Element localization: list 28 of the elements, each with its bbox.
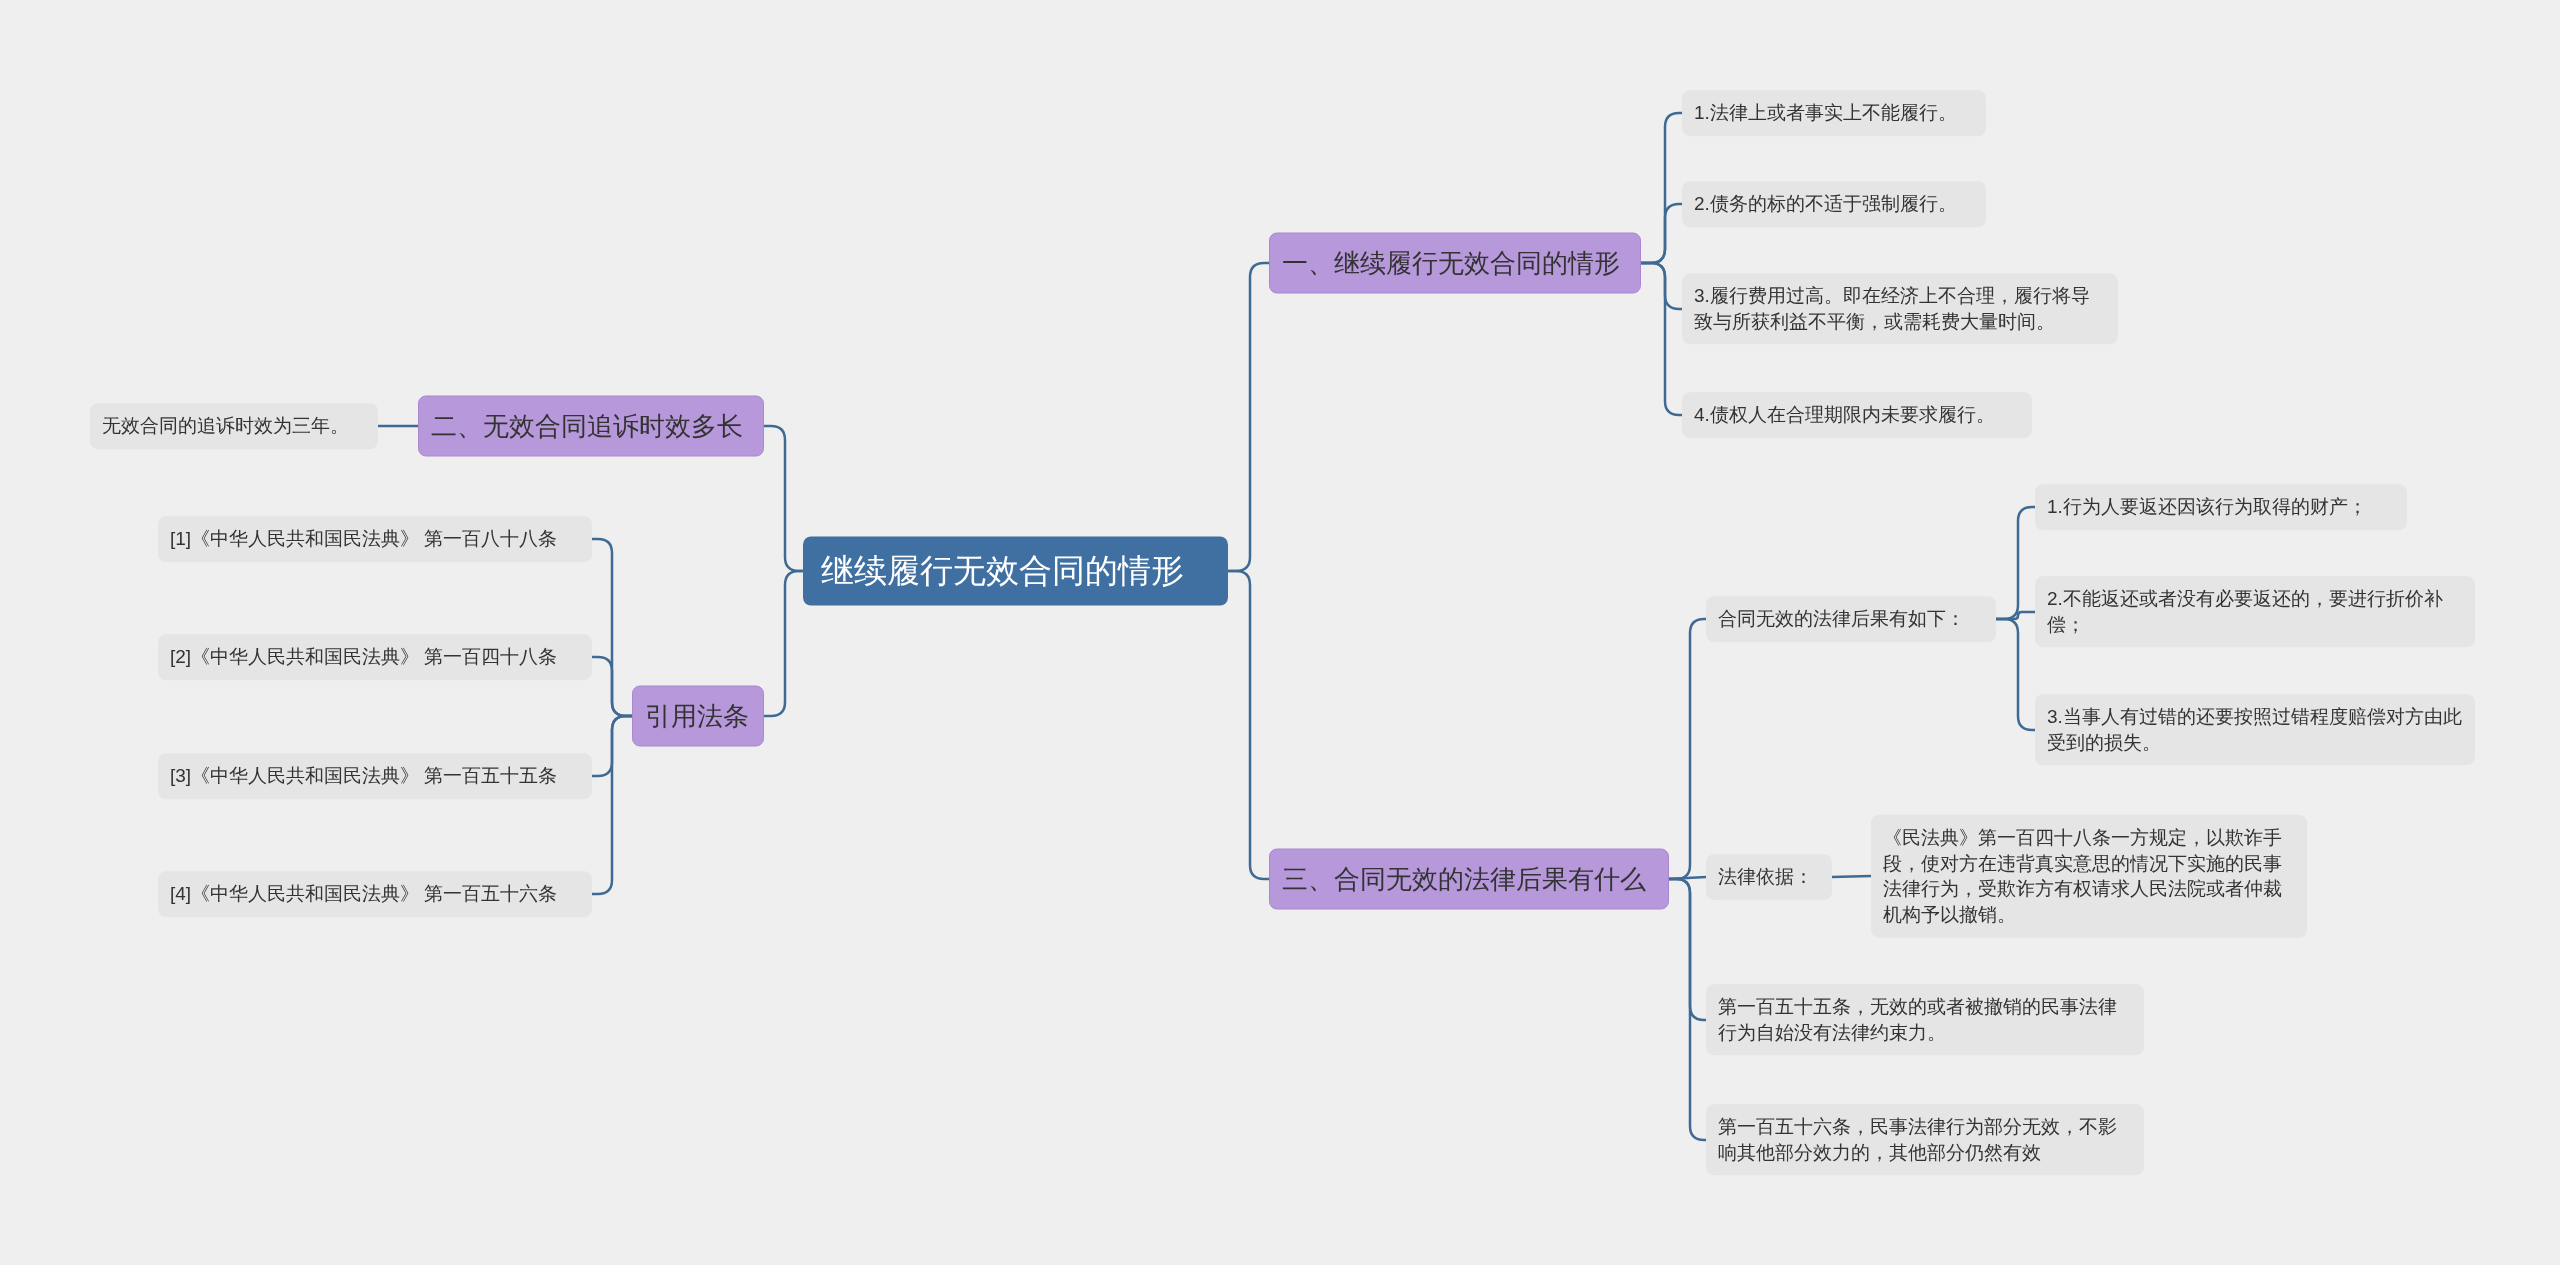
subtopic-box: 2.不能返还或者没有必要返还的，要进行折价补偿； [2035,576,2475,648]
connector-line [1996,617,2035,732]
branch-topic-box: 引用法条 [632,685,764,747]
subtopic-box: 1.行为人要返还因该行为取得的财产； [2035,484,2407,530]
connector-line [1831,874,1872,879]
subtopic-box: 无效合同的追诉时效为三年。 [90,403,378,449]
subtopic-box: [4]《中华人民共和国民法典》 第一百五十六条 [158,871,592,917]
connector-line [1641,261,1682,417]
central-topic-box: 继续履行无效合同的情形 [803,536,1228,606]
subtopic-box: 3.当事人有过错的还要按照过错程度赔偿对方由此受到的损失。 [2035,694,2475,766]
subtopic-box: [3]《中华人民共和国民法典》 第一百五十五条 [158,753,592,799]
subtopic-box: 第一百五十六条，民事法律行为部分无效，不影响其他部分效力的，其他部分仍然有效 [1706,1104,2144,1176]
branch-topic-box: 三、合同无效的法律后果有什么 [1269,848,1669,910]
subtopic-box: 法律依据： [1706,854,1832,900]
branch-topic-box: 二、无效合同追诉时效多长 [418,395,764,457]
subtopic-box: [2]《中华人民共和国民法典》 第一百四十八条 [158,634,592,680]
connector-line [1669,877,1706,1142]
connector-line [764,569,803,718]
subtopic-box: 合同无效的法律后果有如下： [1706,596,1996,642]
branch-topic-box: 一、继续履行无效合同的情形 [1269,232,1641,294]
subtopic-box: 2.债务的标的不适于强制履行。 [1682,181,1986,227]
subtopic-box: 1.法律上或者事实上不能履行。 [1682,90,1986,136]
subtopic-box: 4.债权人在合理期限内未要求履行。 [1682,392,2032,438]
subtopic-box: [1]《中华人民共和国民法典》 第一百八十八条 [158,516,592,562]
connector-line [378,424,418,428]
subtopic-box: 《民法典》第一百四十八条一方规定，以欺诈手段，使对方在违背真实意思的情况下实施的民事法律行为，受欺诈方有权请求人民法院或者仲裁机构予以撤销。 [1871,814,2307,938]
subtopic-box: 第一百五十五条，无效的或者被撤销的民事法律行为自始没有法律约束力。 [1706,984,2144,1056]
subtopic-box: 3.履行费用过高。即在经济上不合理，履行将导致与所获利益不平衡，或需耗费大量时间。 [1682,273,2118,345]
